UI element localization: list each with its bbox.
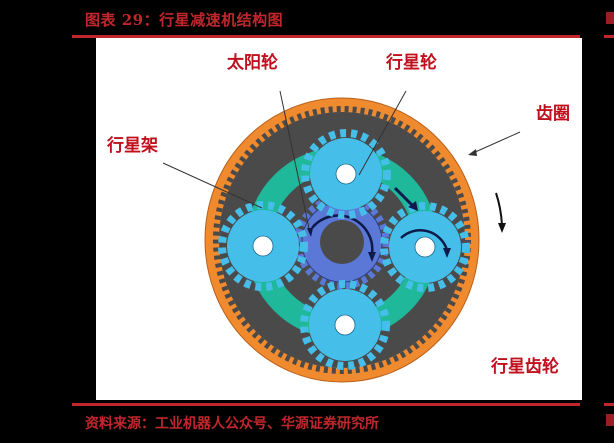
planet-gear-bottom: [300, 280, 390, 370]
adjacent-column-divider-bottom: [604, 403, 614, 406]
label-planet-carrier: 行星架: [107, 136, 158, 156]
label-sun-gear: 太阳轮: [227, 53, 278, 73]
adjacent-column-divider: [604, 35, 614, 38]
planet-gear-right: [380, 202, 470, 292]
adjacent-column-title-fragment: [606, 12, 614, 24]
figure-title: 图表 29：行星减速机结构图: [85, 11, 284, 29]
figure-source: 资料来源：工业机器人公众号、华源证券研究所: [85, 416, 379, 432]
leader-lines: [162, 90, 521, 234]
planet-gear-top: [301, 129, 391, 219]
planetary-reducer-diagram: 太阳轮 行星轮 行星架 齿圈 行星齿轮: [96, 38, 582, 400]
ring-rotation-arrow-icon: [495, 192, 506, 233]
sun-leader-arrowhead-icon: [307, 228, 313, 237]
label-ring-gear: 齿圈: [536, 104, 570, 124]
adjacent-column-source-fragment: [606, 414, 614, 426]
planet-gear-left: [218, 201, 308, 291]
source-divider: [72, 403, 580, 406]
carrier-rotation-arrow-icon: [393, 186, 418, 211]
label-planetary-gear: 行星齿轮: [491, 357, 559, 377]
label-planet-gear: 行星轮: [386, 53, 437, 73]
title-divider: [72, 35, 580, 38]
ring-leader-arrowhead-icon: [468, 149, 477, 156]
